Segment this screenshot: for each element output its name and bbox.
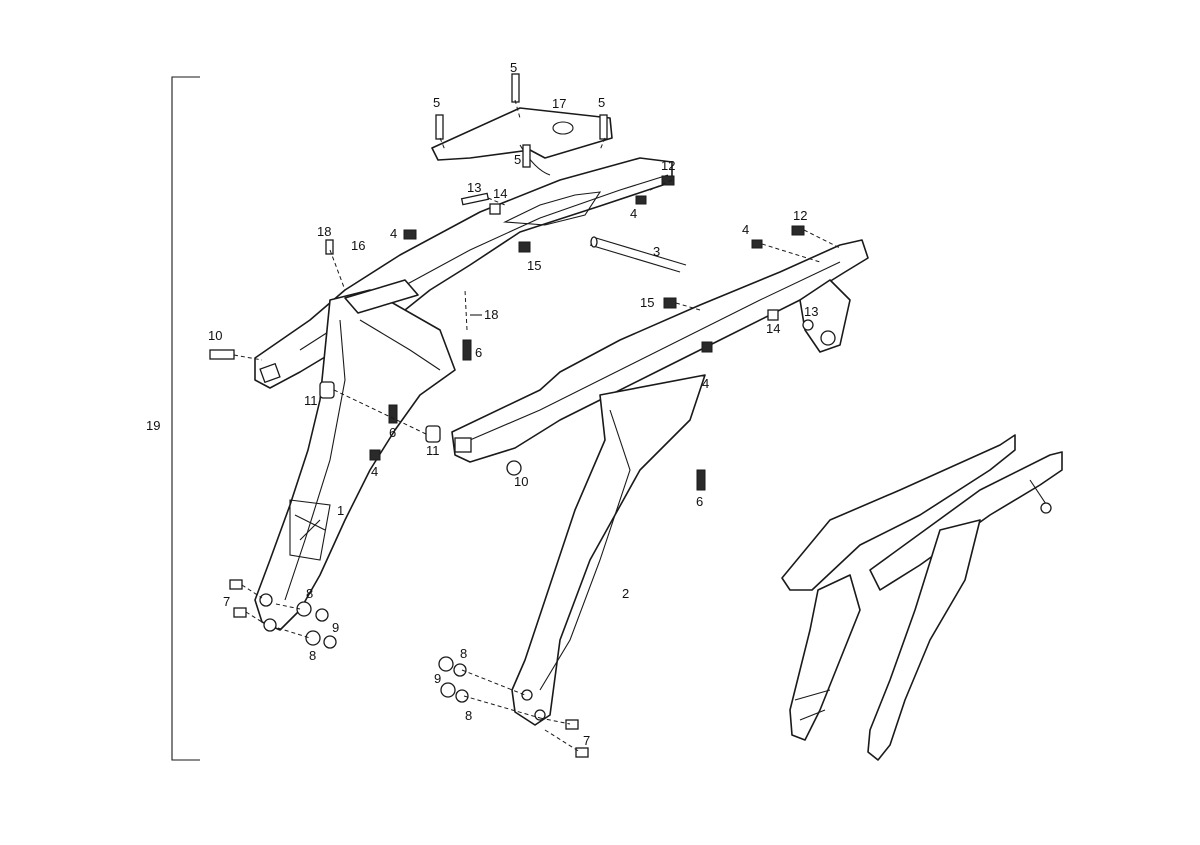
part-label-p13a: 13 xyxy=(467,180,481,195)
part-label-p12b: 12 xyxy=(793,208,807,223)
part-label-p2: 2 xyxy=(622,586,629,601)
part-label-p11b: 11 xyxy=(426,443,440,458)
assembled-frame-preview xyxy=(781,434,1063,761)
top-mounting-plate xyxy=(431,107,613,176)
part-label-p5c: 5 xyxy=(598,95,605,110)
assembly-bracket xyxy=(171,76,200,761)
part-label-assembly: 19 xyxy=(146,418,160,433)
right-side-strut xyxy=(511,374,706,726)
part-label-p10b: 10 xyxy=(514,474,528,489)
part-label-p7a: 7 xyxy=(223,594,230,609)
part-label-p6a: 6 xyxy=(475,345,482,360)
part-label-p15b: 15 xyxy=(640,295,654,310)
right-top-rail xyxy=(451,239,869,463)
part-label-p18b: 18 xyxy=(484,307,498,322)
part-label-p5a: 5 xyxy=(510,60,517,75)
part-label-p7b: 7 xyxy=(583,733,590,748)
part-label-p13b: 13 xyxy=(804,304,818,319)
part-label-p8c: 8 xyxy=(460,646,467,661)
part-label-p8a: 8 xyxy=(306,586,313,601)
part-label-p5b: 5 xyxy=(433,95,440,110)
part-label-p8d: 8 xyxy=(465,708,472,723)
part-label-p4a: 4 xyxy=(630,206,637,221)
part-label-p17: 17 xyxy=(552,96,566,111)
part-label-p4e: 4 xyxy=(371,464,378,479)
part-label-p4b: 4 xyxy=(390,226,397,241)
part-label-p3: 3 xyxy=(653,244,660,259)
part-label-p18a: 18 xyxy=(317,224,331,239)
part-label-p15a: 15 xyxy=(527,258,541,273)
alignment-lines xyxy=(233,99,841,753)
part-label-p8b: 8 xyxy=(309,648,316,663)
left-side-bracket xyxy=(254,289,456,632)
part-label-p16: 16 xyxy=(351,238,365,253)
part-label-p11a: 11 xyxy=(304,393,318,408)
part-label-p9b: 9 xyxy=(434,671,441,686)
fasteners xyxy=(209,73,814,758)
part-label-p6b: 6 xyxy=(389,425,396,440)
part-label-p1: 1 xyxy=(337,503,344,518)
part-label-p9a: 9 xyxy=(332,620,339,635)
part-label-p4d: 4 xyxy=(702,376,709,391)
part-label-p5d: 5 xyxy=(514,152,521,167)
cross-bar xyxy=(589,236,687,273)
part-label-p14a: 14 xyxy=(493,186,507,201)
part-label-p10a: 10 xyxy=(208,328,222,343)
part-label-p14b: 14 xyxy=(766,321,780,336)
part-label-p12a: 12 xyxy=(661,158,675,173)
part-label-p4c: 4 xyxy=(742,222,749,237)
part-label-p6c: 6 xyxy=(696,494,703,509)
